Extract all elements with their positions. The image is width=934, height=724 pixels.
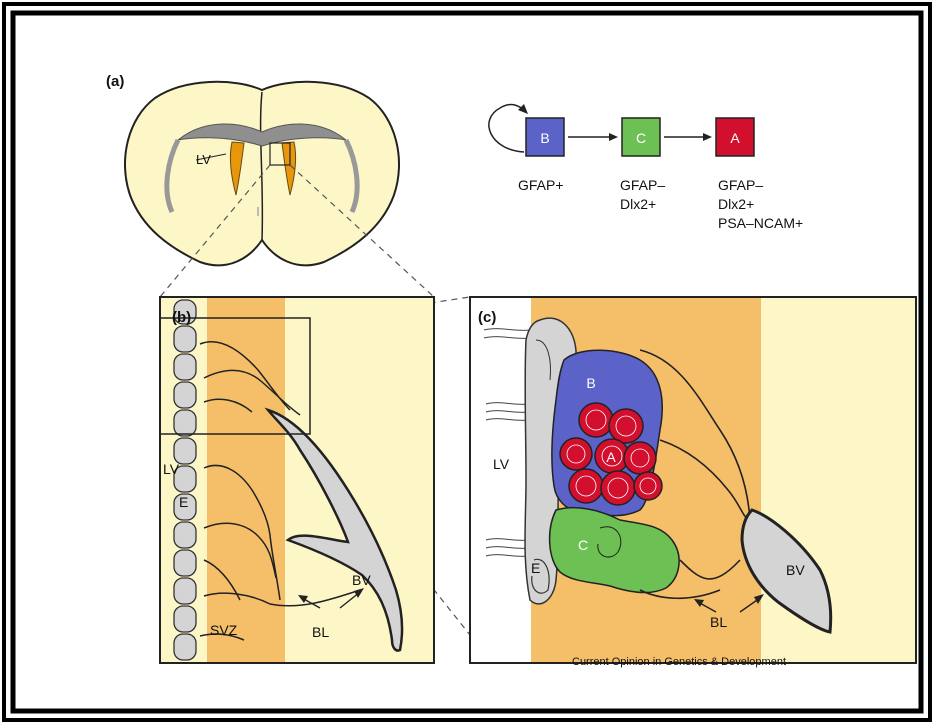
cell-b-letter: B [540, 130, 549, 146]
label-b-cell: B [586, 375, 595, 391]
bv-label-c: BV [786, 562, 805, 578]
label-c-cell: C [578, 537, 588, 553]
lv-label-b: LV [163, 461, 180, 477]
arrowhead-c-to-a [703, 133, 712, 141]
self-renew-arrow [489, 105, 526, 152]
cell-c-marker-1: GFAP– [620, 177, 665, 193]
label-a-cell: A [606, 449, 616, 465]
panel-a-label: (a) [106, 73, 124, 90]
panel-b [160, 297, 434, 663]
svz-label: SVZ [210, 622, 238, 638]
panel-c-label: (c) [478, 309, 496, 326]
panel-c [470, 297, 916, 663]
e-label-b: E [179, 494, 188, 510]
bv-label-b: BV [352, 572, 371, 588]
cell-b-marker-1: GFAP+ [518, 177, 564, 193]
brain-section [125, 82, 399, 266]
lv-label-c: LV [493, 456, 510, 472]
panel-b-label: (b) [172, 309, 191, 326]
cell-a-marker-1: GFAP– [718, 177, 763, 193]
e-label-c: E [531, 560, 540, 576]
bl-label-c: BL [710, 614, 727, 630]
credit-line: Current Opinion in Genetics & Developmen… [572, 656, 786, 668]
cell-c-letter: C [636, 130, 646, 146]
self-renew-arrowhead [518, 104, 528, 114]
arrowhead-b-to-c [609, 133, 618, 141]
cell-a-marker-3: PSA–NCAM+ [718, 215, 803, 231]
panel-b-svz-band [207, 297, 285, 663]
cell-a-marker-2: Dlx2+ [718, 196, 754, 212]
lv-label-a: LV [196, 152, 211, 167]
cell-a-letter: A [730, 130, 740, 146]
cell-c-marker-2: Dlx2+ [620, 196, 656, 212]
bl-label-b: BL [312, 624, 329, 640]
lineage-diagram: B C A GFAP+ GFAP– Dlx2+ GFAP– Dlx2+ PSA–… [489, 104, 803, 231]
